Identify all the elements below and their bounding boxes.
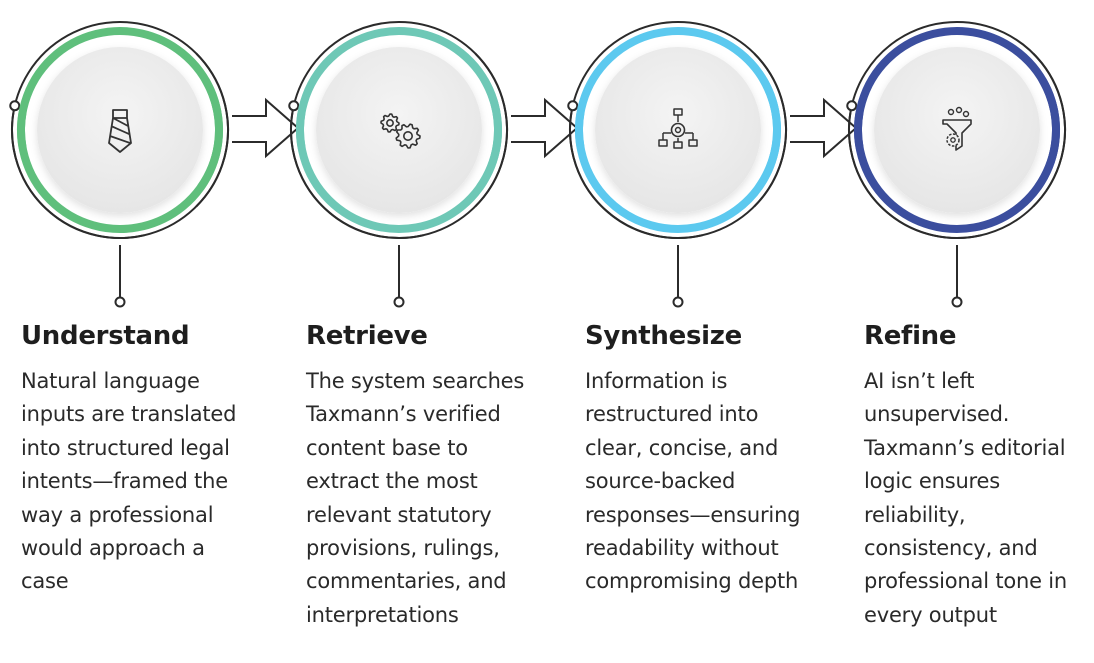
outer-ring xyxy=(848,21,1067,239)
connector-arrow xyxy=(790,97,858,159)
connector-arrow xyxy=(232,97,300,159)
step-understand-text: Understand Natural language inputs are t… xyxy=(21,318,256,599)
connector-arrows xyxy=(232,97,858,159)
tie-icon xyxy=(108,109,132,153)
node-dot xyxy=(567,100,579,112)
disc xyxy=(595,47,761,213)
step-title: Understand xyxy=(21,321,190,351)
step-synthesize-text: Synthesize Information is restructured i… xyxy=(585,318,817,599)
step-description: Information is restructured into clear, … xyxy=(585,369,801,594)
accent-ring xyxy=(854,27,1060,191)
accent-ring xyxy=(17,27,223,191)
step-description: AI isn’t left unsupervised. Taxmann’s ed… xyxy=(864,369,1068,627)
step-title: Synthesize xyxy=(585,321,742,351)
gears-icon xyxy=(380,113,421,149)
step-circle xyxy=(9,21,230,308)
step-circle xyxy=(567,21,788,308)
disc xyxy=(874,47,1040,213)
node-dot xyxy=(672,296,684,308)
node-dot xyxy=(288,100,300,112)
step-title: Refine xyxy=(864,321,957,351)
step-title: Retrieve xyxy=(306,321,428,351)
outer-ring xyxy=(11,21,230,239)
node-dot xyxy=(846,100,858,112)
step-circle xyxy=(288,21,509,308)
node-dot xyxy=(114,296,126,308)
step-description: The system searches Taxmann’s verified c… xyxy=(306,369,525,627)
node-dot xyxy=(951,296,963,308)
connector-arrow xyxy=(511,97,579,159)
node-dot xyxy=(9,100,21,112)
outer-ring xyxy=(569,21,788,239)
funnel-gear-icon xyxy=(942,106,972,151)
step-description: Natural language inputs are translated i… xyxy=(21,369,237,594)
outer-ring xyxy=(290,21,509,239)
accent-ring xyxy=(296,27,502,191)
node-dot xyxy=(393,296,405,308)
flowchart-icon xyxy=(658,108,698,149)
step-retrieve-text: Retrieve The system searches Taxmann’s v… xyxy=(306,318,536,632)
process-diagram xyxy=(9,21,1067,308)
step-circle xyxy=(846,21,1067,308)
step-refine-text: Refine AI isn’t left unsupervised. Taxma… xyxy=(864,318,1092,632)
accent-ring xyxy=(575,27,781,191)
